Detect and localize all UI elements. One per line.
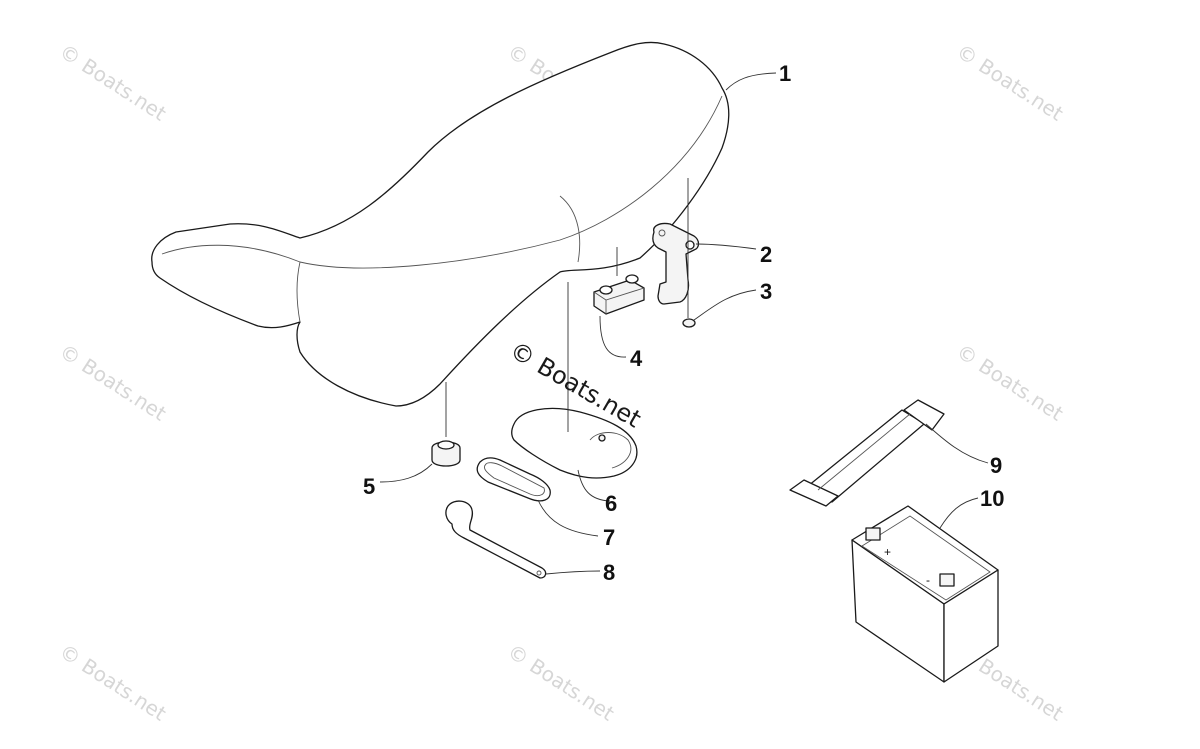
block-knob-left [599, 285, 613, 295]
nut-shape [682, 318, 696, 328]
watermark-top-left: © Boats.net [55, 39, 171, 126]
grommet-part [431, 440, 461, 467]
leader-10 [939, 497, 979, 529]
latch-hole [658, 229, 666, 237]
seat-front-seam [296, 261, 301, 323]
battery-lid-edge [861, 515, 991, 601]
leader-4 [599, 315, 627, 358]
spanner-wrench-part [445, 500, 547, 579]
callout-3: 3 [760, 279, 772, 304]
leader-9 [925, 423, 989, 464]
leader-5 [379, 463, 433, 483]
leader-6 [577, 469, 611, 502]
leader-2 [695, 243, 757, 250]
watermark-mid-left: © Boats.net [55, 339, 171, 426]
battery-part: + - [851, 505, 999, 683]
block-edge [593, 287, 645, 314]
callout-leaders [379, 72, 989, 575]
latch-rivet [685, 240, 695, 250]
terminal-negative [939, 573, 955, 587]
callout-1: 1 [779, 61, 791, 86]
grommet-top [437, 440, 455, 450]
leader-7 [537, 499, 599, 537]
rubber-block-part [593, 274, 645, 315]
callout-4: 4 [630, 346, 643, 371]
strap-bottom-loop [789, 479, 839, 507]
strap-band [807, 409, 925, 503]
leader-1 [725, 72, 777, 91]
callout-10: 10 [980, 486, 1004, 511]
callout-2: 2 [760, 242, 772, 267]
alignment-lines [445, 178, 689, 437]
wrench-hole [536, 570, 542, 576]
callout-7: 7 [603, 525, 615, 550]
watermark-mid-right: © Boats.net [952, 339, 1068, 426]
strap-top-loop [903, 399, 945, 431]
callout-9: 9 [990, 453, 1002, 478]
battery-strap-part [789, 399, 945, 507]
rubber-band-part [476, 457, 551, 502]
band-inner [483, 462, 545, 497]
seat-panel-line [559, 195, 581, 263]
terminal-positive [865, 527, 881, 541]
battery-side [943, 569, 999, 683]
watermark-bottom-left: © Boats.net [55, 639, 171, 726]
wrench-shape [445, 500, 547, 579]
leader-3 [693, 289, 757, 321]
callout-8: 8 [603, 560, 615, 585]
battery-plus-sign: + [884, 545, 891, 559]
strap-centre-line [817, 413, 911, 491]
pouch-shape [511, 407, 638, 479]
callout-6: 6 [605, 491, 617, 516]
leader-8 [545, 570, 601, 575]
latch-bracket-part [652, 222, 700, 305]
seat-rear-seam [161, 95, 723, 269]
pouch-snap [598, 434, 606, 442]
watermark-top-right: © Boats.net [952, 39, 1068, 126]
watermark-bottom-center: © Boats.net [503, 639, 619, 726]
battery-minus-sign: - [926, 573, 930, 587]
band-outer [476, 457, 551, 502]
nut-part [682, 318, 696, 328]
block-knob-right [625, 274, 639, 284]
tool-pouch-part [511, 407, 638, 479]
latch-bracket-shape [652, 222, 700, 305]
callout-numbers: 1 2 3 4 5 6 7 8 9 10 [363, 61, 1004, 585]
pouch-flap [589, 432, 632, 469]
callout-5: 5 [363, 474, 375, 499]
